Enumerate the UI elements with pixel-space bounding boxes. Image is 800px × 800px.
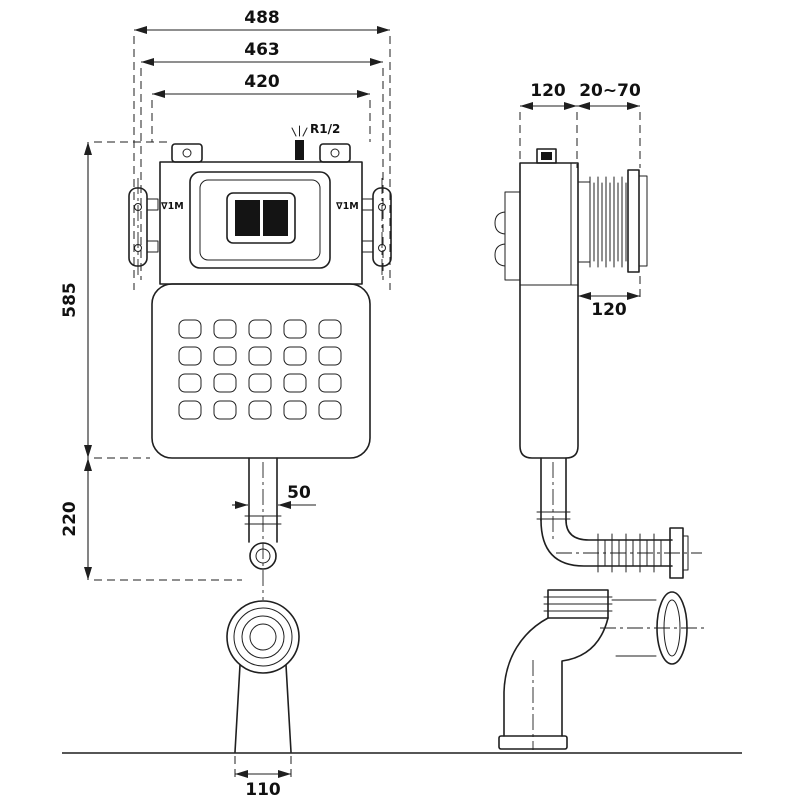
panel-inner <box>199 179 321 261</box>
side-view: 120 20~70 120 <box>494 81 706 750</box>
dimension-pipe-diameter: 50 <box>232 483 316 509</box>
water-level-mark-left: ∇1M <box>161 201 184 212</box>
bracket-hook <box>146 198 159 211</box>
dim-adjust-label: 20~70 <box>579 81 641 101</box>
outlet-bend-top-view: 110 <box>226 600 300 800</box>
elbow-body-outer <box>503 617 549 737</box>
flush-button-small <box>235 200 260 236</box>
dim-120-lower-label: 120 <box>591 300 627 320</box>
flush-button-large <box>263 200 288 236</box>
bracket-plate-right <box>372 187 392 267</box>
bracket-left <box>128 178 159 276</box>
mounting-tab-right <box>319 143 351 163</box>
bracket-hook <box>361 198 374 211</box>
water-level-mark-right: ∇1M <box>336 201 359 212</box>
wall-bracket-profile <box>494 191 521 281</box>
tank-profile-outline <box>519 162 579 459</box>
outlet-pipe-front: 50 <box>232 457 316 600</box>
dim-585-label: 585 <box>60 282 80 318</box>
panel-frame <box>189 171 331 269</box>
socket-ribs <box>543 596 613 612</box>
dimension-outlet-drop: 220 <box>60 458 242 581</box>
bracket-hook <box>361 240 374 253</box>
front-view: 488 463 420 585 220 <box>60 8 392 800</box>
inlet-side <box>536 148 557 164</box>
dim-420-label: 420 <box>244 72 280 92</box>
dim-220-label: 220 <box>60 501 80 537</box>
dimension-tank-width: 420 <box>151 72 371 142</box>
corrugation-ribs <box>589 176 627 268</box>
dimension-depth-lower: 120 <box>578 276 641 320</box>
bracket-hook <box>146 240 159 253</box>
mounting-plate <box>627 169 640 273</box>
dim-488-label: 488 <box>244 8 280 28</box>
elbow-inner <box>565 519 673 541</box>
elbow-outer <box>540 519 673 567</box>
pipe-elbow-end <box>249 542 277 570</box>
water-inlet: R1/2 <box>291 122 340 160</box>
bracket-plate-left <box>128 187 148 267</box>
tank-profile <box>494 148 579 459</box>
button-plate <box>226 192 296 244</box>
adjustable-connector <box>577 169 648 273</box>
mounting-tab-left <box>171 143 203 163</box>
outlet-pipe-side <box>536 457 702 579</box>
dim-463-label: 463 <box>244 40 280 60</box>
dimension-overall-width: 488 <box>133 8 391 290</box>
tab-hole-left <box>182 148 192 158</box>
tank-body <box>151 283 371 459</box>
dim-110-label: 110 <box>245 780 281 800</box>
inlet-label: R1/2 <box>310 122 340 136</box>
elbow-body-inner <box>561 617 609 737</box>
flush-panel: ∇1M ∇1M <box>161 171 359 269</box>
dimension-depth-top: 120 20~70 <box>519 81 641 168</box>
dim-120-top-label: 120 <box>530 81 566 101</box>
tank-lid-outline <box>159 161 363 285</box>
dim-50-label: 50 <box>287 483 311 503</box>
tank-upper-section <box>159 143 363 285</box>
spray-icon <box>291 125 308 137</box>
tank-body-outline <box>151 283 371 459</box>
dimension-outlet-width: 110 <box>234 756 292 800</box>
inlet-fitting <box>295 140 304 160</box>
dimension-height: 585 <box>60 141 168 459</box>
elbow-fitting <box>498 589 706 750</box>
tab-hole-right <box>330 148 340 158</box>
bracket-right <box>361 178 392 276</box>
tank-texture-grid <box>178 319 342 420</box>
